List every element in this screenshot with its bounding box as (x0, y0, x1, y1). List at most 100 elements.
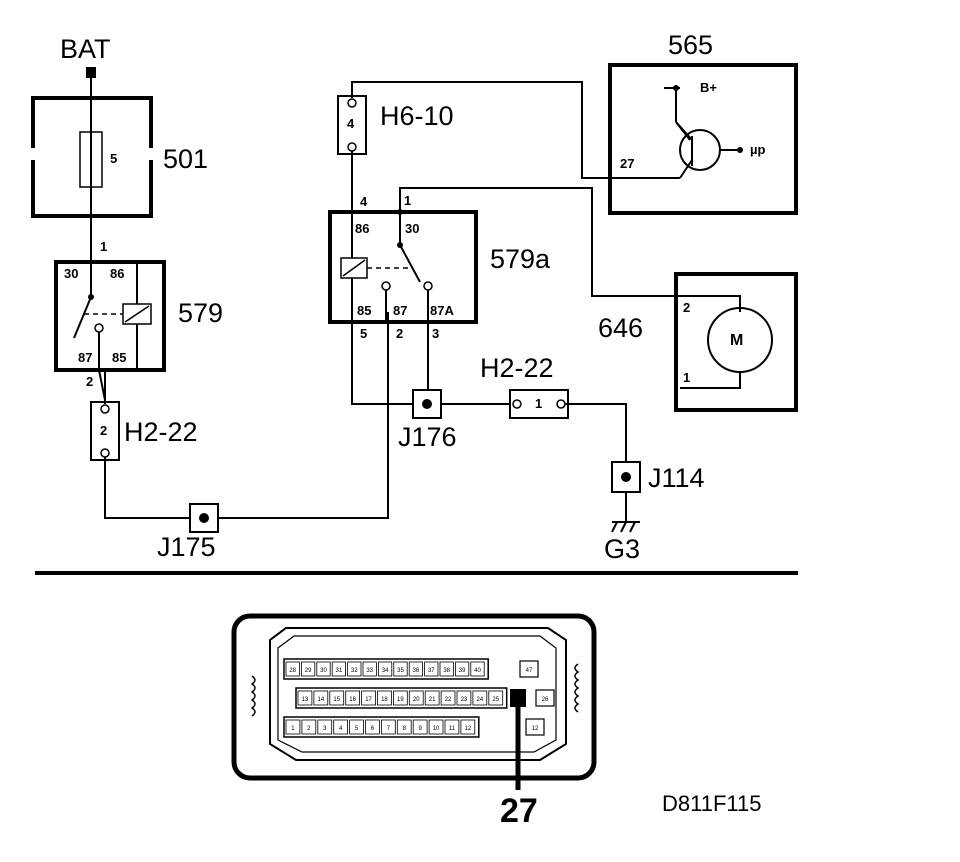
connector-h2-22-mid-pin: 1 (535, 396, 542, 411)
ecu-connector-pin-label: 23 (461, 697, 468, 703)
ecu-connector-pin-cell (380, 719, 396, 735)
ecu-connector-pin-label: 30 (320, 668, 327, 674)
ecu-connector-pin-cell (412, 719, 428, 735)
ecu-connector-pin-label: 9 (418, 726, 422, 732)
wire-h6-10-to-565 (351, 81, 680, 179)
relay-579-id: 579 (178, 298, 223, 328)
splice-j114 (611, 461, 641, 493)
motor-646-id: 646 (598, 313, 643, 343)
connector-h2-22-left-id: H2-22 (124, 417, 198, 447)
ecu-connector-end-pin (535, 689, 555, 707)
ecu-connector-pin-label: 35 (397, 668, 404, 674)
ecu-connector-pin-cell (316, 661, 331, 677)
ecu-connector-pin-label: 39 (459, 668, 466, 674)
ecu-connector-pin-cell (331, 661, 347, 677)
ecu-connector-pin-label: 28 (289, 668, 296, 674)
ecu-connector-pin-label: 40 (474, 668, 481, 674)
ecu-connector-pin-label: 15 (333, 697, 340, 703)
motor-icon (707, 307, 773, 373)
ecu-connector-pin-label: 4 (339, 726, 343, 732)
relay-579-pin-30: 30 (64, 266, 78, 281)
ecu-connector-pin-label: 2 (307, 726, 311, 732)
ecu-connector-pin-cell (333, 719, 349, 735)
ecu-connector-pin-label: 32 (351, 668, 358, 674)
ecu-connector-pin-label: 8 (403, 726, 407, 732)
ecu-connector-pin-cell (393, 661, 408, 677)
relay-579-pin-86: 86 (110, 266, 124, 281)
ecu-connector-pin-label: 11 (449, 726, 456, 732)
wire-579a-85-to-j176 (351, 322, 412, 405)
relay-579-switch-arm (73, 296, 92, 339)
ecu-connector-pin-cell (285, 719, 301, 735)
ecu-connector-pin-cell (424, 690, 440, 706)
ecu-connector-pin-cell (428, 719, 444, 735)
ecu-connector-end-pin (525, 718, 545, 736)
ecu-connector-pin-label: 24 (477, 697, 484, 703)
ecu-connector-pin-label: 10 (433, 726, 440, 732)
ecu-connector-pin-cell (444, 719, 460, 735)
relay-579a-wire-1: 1 (404, 193, 411, 208)
relay-579a-wire-3: 3 (432, 326, 439, 341)
ground-id: G3 (604, 534, 640, 564)
ecu-connector-pin-cell (365, 719, 380, 735)
ecu-connector-pin-cell (454, 661, 470, 677)
relay-579a-pin-85: 85 (357, 303, 371, 318)
ecu-connector-pin-label: 1 (291, 726, 295, 732)
relay-579a-wire-2: 2 (396, 326, 403, 341)
ecu-connector-pin-cell (361, 690, 376, 706)
ecu-connector-pin-label: 17 (365, 697, 372, 703)
ecu-connector-pin-label: 19 (397, 697, 404, 703)
relay-579a-id: 579a (490, 244, 551, 274)
ecu-connector-end-pin (519, 660, 539, 678)
ecu-connector-pin-cell (396, 719, 412, 735)
ecu-connector-pin-label: 16 (349, 697, 356, 703)
diagram-reference: D811F115 (662, 791, 761, 816)
ground-icon (611, 521, 640, 533)
ecu-connector-row3-frame (283, 716, 480, 738)
ecu-connector-pin-cell (349, 719, 364, 735)
ecu-connector-pin-label: 36 (413, 668, 420, 674)
ecu-connector-pin-cell (439, 661, 454, 677)
ecu-565-signal: µp (750, 142, 765, 157)
relay-579-pin-85: 85 (112, 350, 126, 365)
ecu-connector-pin-label: 18 (381, 697, 388, 703)
ecu-connector-pin-cell (392, 690, 408, 706)
splice-j176-id: J176 (398, 422, 457, 452)
splice-j175 (189, 503, 219, 533)
connector-h2-22-left-pin: 2 (100, 423, 107, 438)
splice-j176 (412, 389, 442, 419)
ecu-connector-pin-cell (362, 661, 377, 677)
ecu-connector-pin-cell (440, 690, 456, 706)
ecu-connector-pin-cell (317, 719, 333, 735)
ecu-connector-pin-cell (488, 690, 504, 706)
ecu-connector-pin-cell (301, 719, 317, 735)
motor-646-pin-bottom: 1 (683, 370, 690, 385)
ecu-connector-pin-cell (347, 661, 362, 677)
ecu-connector-pin-cell (470, 661, 485, 677)
ecu-connector-pin-cell (300, 661, 316, 677)
relay-579 (54, 260, 166, 372)
ecu-connector-pin-label: 25 (492, 697, 499, 703)
ecu-connector-pin-cell (313, 690, 329, 706)
motor-646-symbol: M (730, 332, 743, 349)
ecu-565-supply: B+ (700, 80, 717, 95)
ecu-connector-end-pin-label: 26 (542, 697, 549, 703)
ecu-connector-end-pin-label: 47 (526, 668, 533, 674)
motor-646-pin-top: 2 (683, 300, 690, 315)
ecu-connector-pin-label: 21 (429, 697, 436, 703)
wire-579a-to-motor (399, 187, 680, 297)
ecu-connector-pin-label: 33 (366, 668, 373, 674)
relay-579a-wire-4: 4 (360, 194, 368, 209)
ecu-connector-pin-cell (424, 661, 439, 677)
battery-terminal (86, 67, 96, 78)
ecu-565 (608, 63, 798, 215)
relay-579a-pin-30: 30 (405, 221, 419, 236)
wire-h2-22-to-j114 (565, 403, 627, 462)
ecu-connector-pin-cell (408, 661, 424, 677)
ecu-connector-pin-cell (377, 690, 392, 706)
ecu-connector-pin-label: 13 (302, 697, 309, 703)
ecu-connector-pin-label: 6 (371, 726, 375, 732)
ecu-connector-pin-label: 12 (465, 726, 472, 732)
